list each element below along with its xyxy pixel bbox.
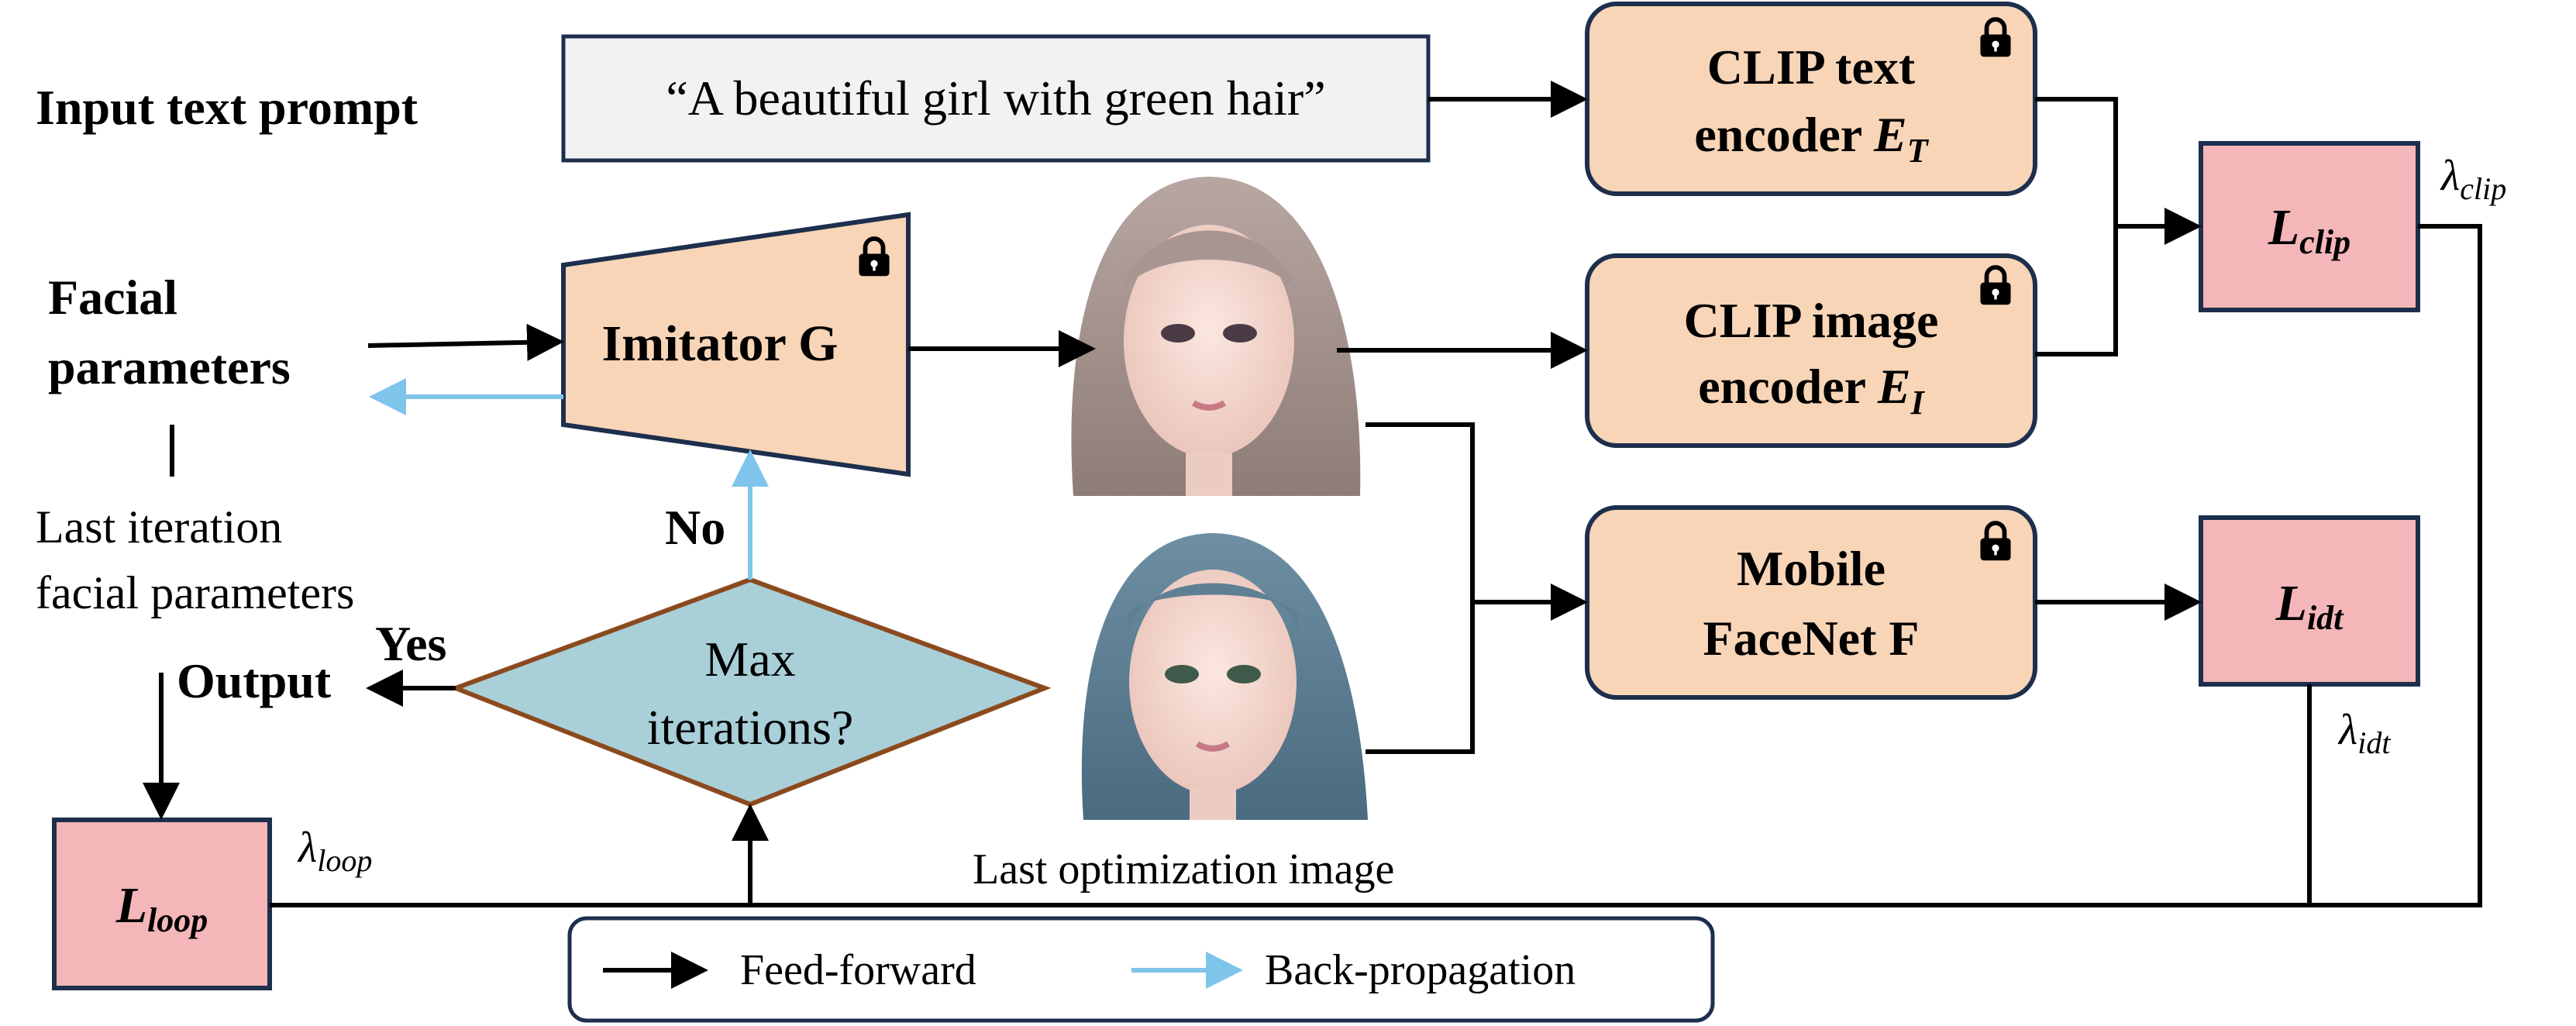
rendered-face-bottom-image [1081, 533, 1368, 820]
decision-label-line2: iterations? [647, 700, 854, 755]
max-iterations-decision [449, 577, 1052, 807]
loss-loop-block [52, 818, 272, 990]
no-label: No [665, 500, 725, 555]
facial-parameters-label-line1: Facial [48, 270, 177, 325]
input-text-prompt-label: Input text prompt [36, 80, 418, 135]
prompt-text: “A beautiful girl with green hair” [666, 71, 1325, 126]
clip-image-encoder-block [1585, 253, 2037, 448]
rendered-face-top-image [1071, 177, 1361, 496]
clip-encoders-merge-line [2035, 97, 2118, 356]
loss-aggregation-line [270, 224, 2482, 907]
faces-merge-line [1365, 422, 1475, 754]
decision-label-line1: Max [704, 632, 795, 687]
imitator-block [561, 212, 911, 477]
last-iteration-label-line2: facial parameters [36, 567, 354, 618]
lambda-loop-label: λloop [297, 824, 372, 878]
loss-idt-label: Lidt [2275, 575, 2345, 637]
last-iteration-label-line1: Last iteration [36, 501, 282, 553]
loss-clip-block [2199, 141, 2420, 312]
yes-label: Yes [375, 616, 446, 671]
legend-feed-forward-label: Feed-forward [740, 946, 976, 994]
mobile-facenet-block [1585, 505, 2037, 700]
clip-image-encoder-label-line2: encoder EI [1698, 359, 1925, 422]
clip-text-encoder-label-line1: CLIP text [1707, 40, 1916, 95]
mobile-facenet-label-line2: FaceNet F [1703, 611, 1920, 666]
lambda-clip-label: λclip [2440, 152, 2506, 206]
clip-image-encoder-label-line1: CLIP image [1684, 293, 1939, 348]
output-label: Output [177, 653, 332, 708]
facial-parameters-label-line2: parameters [48, 339, 291, 394]
clip-text-encoder-label-line2: encoder ET [1694, 107, 1929, 170]
legend-back-propagation-label: Back-propagation [1265, 946, 1576, 994]
imitator-label: Imitator G [602, 315, 839, 372]
loss-clip-label: Lclip [2268, 199, 2350, 261]
lambda-idt-label: λidt [2337, 706, 2391, 760]
last-optimization-image-label: Last optimization image [973, 845, 1394, 893]
loss-loop-label: Lloop [115, 877, 208, 939]
params-to-imitator-arrow [367, 323, 564, 361]
legend: Feed-forward Back-propagation [567, 916, 1715, 1023]
clip-text-encoder-block [1585, 2, 2037, 196]
feed-forward-connectors [143, 81, 2482, 907]
mobile-facenet-label-line1: Mobile [1737, 541, 1886, 596]
back-propagation-connectors [369, 378, 769, 580]
